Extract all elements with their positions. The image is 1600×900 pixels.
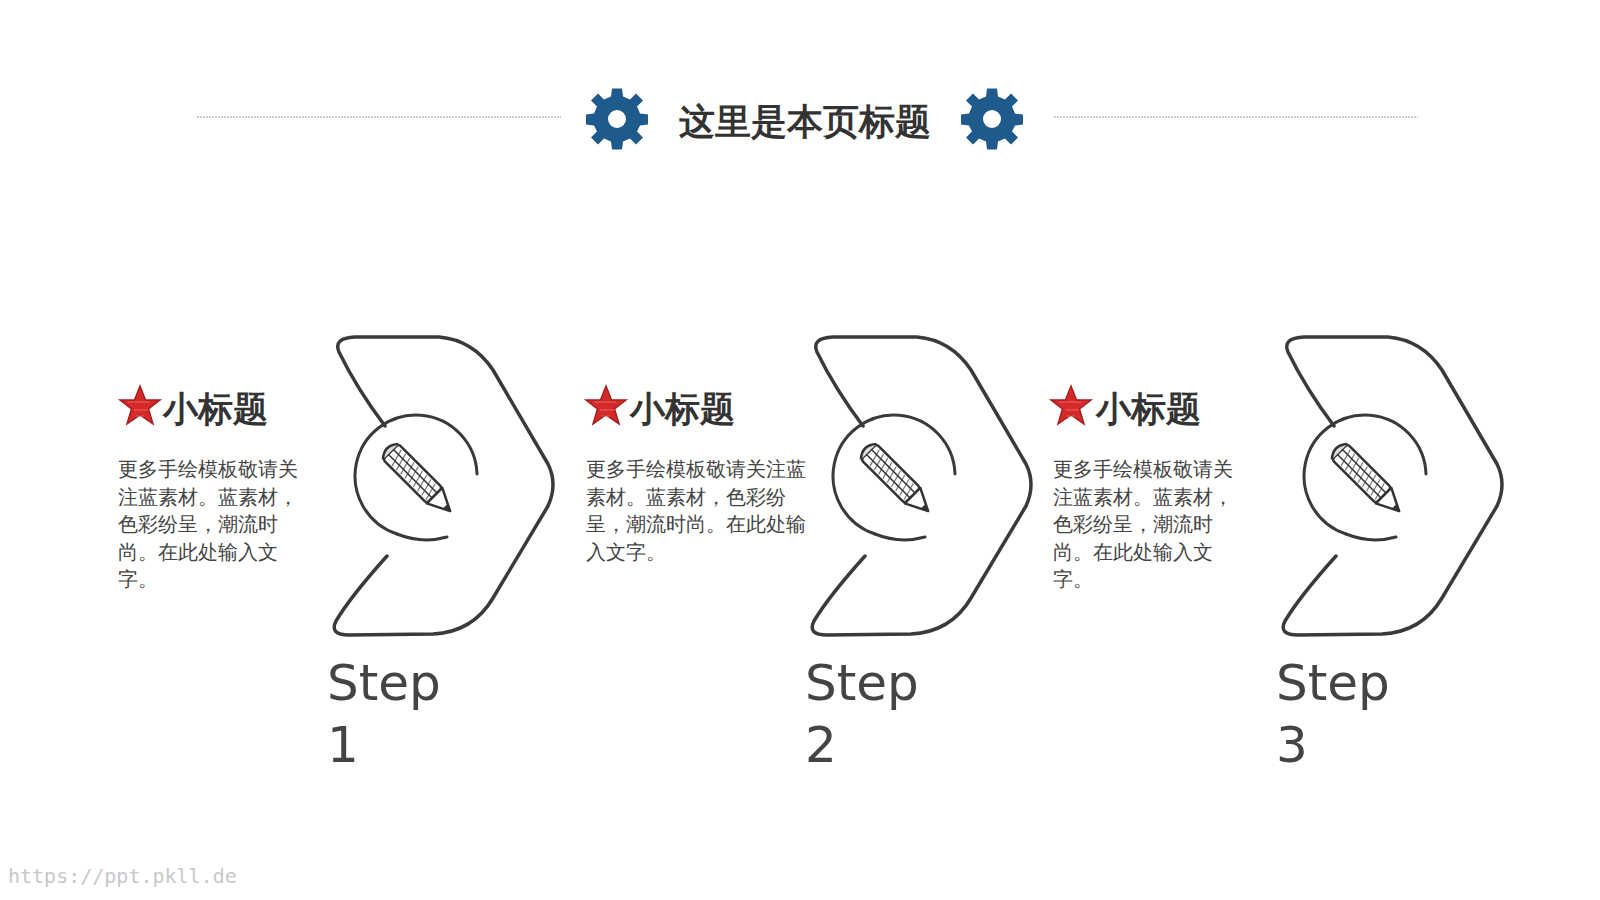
pencil-line: [393, 449, 437, 493]
chevron-step: Step 1: [327, 334, 559, 784]
pencil-tip: [1376, 488, 1407, 519]
pencil-body: [861, 444, 920, 503]
subtitle: 小标题: [163, 386, 268, 433]
pencil-lead: [443, 504, 453, 514]
chevron-line: [1283, 337, 1502, 635]
gear-icon: [961, 89, 1023, 150]
pencil-line: [866, 454, 910, 498]
pencil-icon: [1328, 440, 1406, 518]
pencil-icon: [857, 440, 935, 518]
pencil-lead: [921, 504, 931, 514]
pencil-line: [871, 449, 915, 493]
pencil-line: [1342, 449, 1386, 493]
step-label: Step 3: [1276, 652, 1406, 776]
pencil-tip: [427, 488, 458, 519]
badge-circle: [355, 415, 477, 534]
pencil-body: [1332, 444, 1391, 503]
chevron-outline: [1276, 334, 1508, 640]
body-text: 更多手绘模板敬请关注蓝素材。蓝素材，色彩纷呈，潮流时尚。在此处输入文字。: [1053, 456, 1243, 594]
pencil-eraser: [1328, 440, 1347, 459]
badge-circle: [875, 534, 925, 540]
page-title: 这里是本页标题: [679, 98, 931, 147]
pencil-eraser: [857, 440, 876, 459]
pencil-lead: [1392, 504, 1402, 514]
chevron-line: [334, 337, 553, 635]
pencil-body: [383, 444, 442, 503]
badge-circle: [397, 534, 447, 540]
chevron-outline: [327, 334, 559, 640]
rule-line: [197, 117, 561, 118]
pencil-line: [388, 454, 432, 498]
pencil-line: [1337, 454, 1381, 498]
star-icon: [586, 386, 626, 424]
step-label: Step 1: [327, 652, 457, 776]
pencil-tip: [905, 488, 936, 519]
subtitle: 小标题: [1096, 386, 1201, 433]
chevron-step: Step 3: [1276, 334, 1508, 784]
gear-icon: [586, 89, 648, 150]
star-icon: [120, 386, 160, 424]
badge-circle: [1346, 534, 1396, 540]
badge-circle: [1304, 415, 1426, 534]
body-text: 更多手绘模板敬请关注蓝素材。蓝素材，色彩纷呈，潮流时尚。在此处输入文字。: [118, 456, 308, 594]
pencil-eraser: [379, 440, 398, 459]
watermark: https://ppt.pkll.de: [8, 864, 237, 888]
chevron-step: Step 2: [805, 334, 1037, 784]
chevron-line: [812, 337, 1031, 635]
rule-line: [1054, 117, 1418, 118]
chevron-outline: [805, 334, 1037, 640]
pencil-icon: [379, 440, 457, 518]
star-icon: [1051, 386, 1091, 424]
subtitle: 小标题: [630, 386, 735, 433]
body-text: 更多手绘模板敬请关注蓝素材。蓝素材，色彩纷呈，潮流时尚。在此处输入文字。: [586, 456, 806, 566]
step-label: Step 2: [805, 652, 935, 776]
badge-circle: [833, 415, 955, 534]
